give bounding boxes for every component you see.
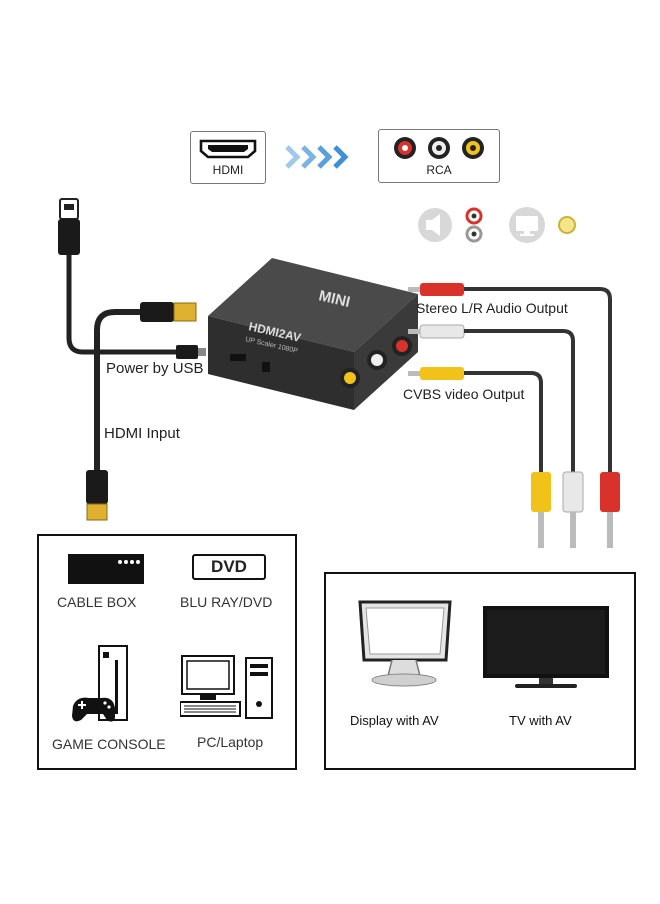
speaker-icon	[418, 208, 452, 242]
rca-cable-yellow	[408, 367, 551, 548]
rca-box: RCA	[378, 129, 500, 183]
chevron-arrows-icon	[285, 145, 349, 169]
svg-text:MINI: MINI	[317, 287, 352, 311]
monitor-icon	[509, 207, 545, 243]
displays-panel: Display with AV TV with AV	[324, 572, 636, 770]
dvd-logo-text: DVD	[211, 557, 247, 576]
dvd-logo: DVD	[192, 554, 266, 580]
tv-label: TV with AV	[509, 713, 572, 728]
power-label: Power by USB	[106, 360, 204, 377]
hdmi-caption: HDMI	[212, 163, 244, 177]
audio-jacks-icon	[465, 207, 483, 243]
connection-diagram: MINI HDMI2AV UP Scaler 1080P	[58, 198, 620, 548]
video-output-label: CVBS video Output	[403, 386, 525, 402]
display-monitor-icon	[358, 600, 452, 687]
cable-box-label: CABLE BOX	[57, 594, 137, 610]
rca-cable-white	[408, 324, 584, 548]
source-devices-panel: CABLE BOX DVD BLU RAY/DVD GAME CONSOLE P…	[37, 534, 297, 770]
pc-label: PC/Laptop	[197, 734, 264, 750]
tv-icon	[483, 606, 609, 688]
pc-icon	[180, 655, 273, 719]
cable-box-icon	[68, 554, 144, 584]
hdmi-box: HDMI	[190, 131, 266, 184]
monitor-label: Display with AV	[350, 713, 439, 728]
hdmi-port-icon	[199, 139, 257, 159]
converter-device: MINI HDMI2AV UP Scaler 1080P	[208, 258, 418, 410]
usb-plug-icon	[58, 198, 80, 255]
rca-caption: RCA	[426, 163, 452, 177]
audio-output-label: Stereo L/R Audio Output	[416, 300, 568, 316]
game-console-label: GAME CONSOLE	[52, 736, 166, 752]
hdmi-input-label: HDMI Input	[104, 425, 180, 442]
hdmi-plug-top	[140, 302, 197, 322]
hdmi-plug-bottom	[86, 470, 108, 521]
rca-cable-red	[408, 283, 620, 548]
game-console-icon	[72, 645, 128, 722]
bluray-label: BLU RAY/DVD	[180, 594, 273, 610]
video-jack-icon	[558, 216, 576, 234]
rca-jacks-icon	[394, 137, 484, 159]
